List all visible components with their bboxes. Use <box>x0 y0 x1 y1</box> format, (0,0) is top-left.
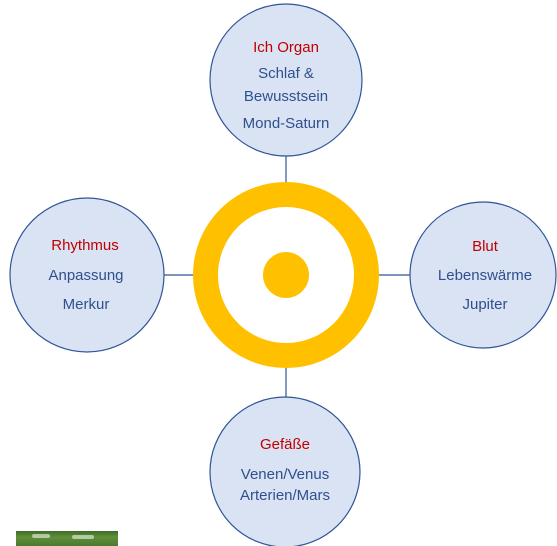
node-left-line-1: Anpassung <box>48 267 123 284</box>
node-top: Ich Organ Schlaf & Bewusstsein Mond-Satu… <box>209 3 363 157</box>
center-ring <box>193 182 379 368</box>
node-right-line-2: Jupiter <box>462 296 507 313</box>
node-right-title: Blut <box>472 238 499 255</box>
node-left-circle <box>9 197 165 353</box>
center-dot <box>263 252 309 298</box>
node-top-circle <box>209 3 363 157</box>
node-right-circle <box>409 201 557 349</box>
node-bottom-line-2: Arterien/Mars <box>240 487 330 504</box>
node-top-line-2: Bewusstsein <box>244 88 328 105</box>
node-bottom: Gefäße Venen/Venus Arterien/Mars <box>209 396 361 546</box>
landscape-thumbnail-icon <box>16 531 118 546</box>
thumbnail-highlight <box>32 534 50 538</box>
node-left-line-2: Merkur <box>63 296 110 313</box>
node-right: Blut Lebenswärme Jupiter <box>409 201 557 349</box>
node-left-title: Rhythmus <box>51 237 119 254</box>
node-top-line-1: Schlaf & <box>258 65 314 82</box>
node-bottom-title: Gefäße <box>260 436 310 453</box>
thumbnail-highlight-2 <box>72 535 94 539</box>
node-bottom-circle <box>209 396 361 546</box>
node-left: Rhythmus Anpassung Merkur <box>9 197 165 353</box>
node-bottom-line-1: Venen/Venus <box>241 466 329 483</box>
node-top-line-3: Mond-Saturn <box>243 115 330 132</box>
node-top-title: Ich Organ <box>253 39 319 56</box>
node-right-line-1: Lebenswärme <box>438 267 532 284</box>
